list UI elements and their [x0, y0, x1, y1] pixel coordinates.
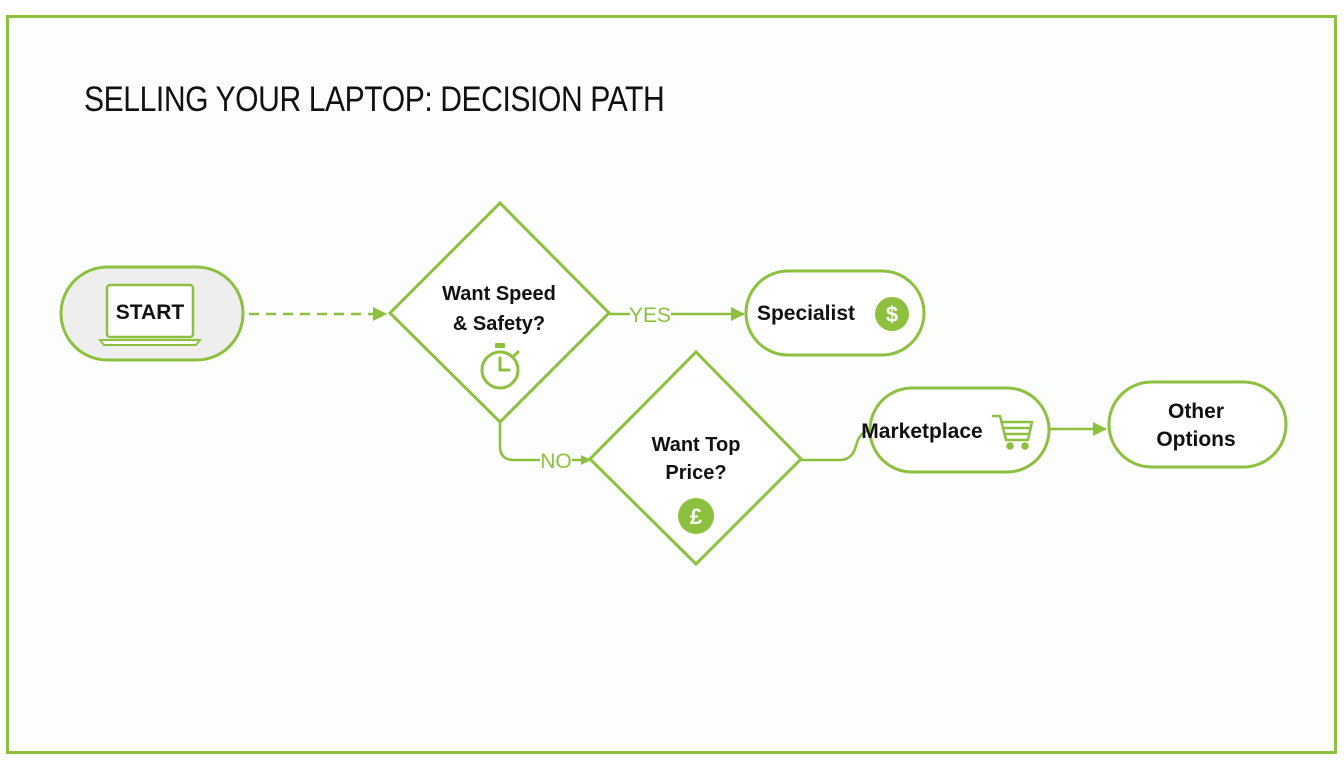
start-label: START — [116, 301, 185, 324]
edge-yes-to-specialist: YES — [609, 304, 745, 327]
yes-label: YES — [629, 304, 671, 327]
edge-price-to-marketplace — [801, 428, 873, 462]
decision-price-line2: Price? — [665, 462, 726, 484]
decision-speed-line2: & Safety? — [453, 313, 545, 335]
edge-no-to-price: NO — [498, 422, 591, 473]
decision-top-price: Want Top Price? £ — [587, 349, 804, 567]
no-label: NO — [540, 450, 572, 473]
other-line1: Other — [1168, 400, 1224, 423]
other-options-node: Other Options — [1107, 380, 1288, 469]
stopwatch-icon — [480, 343, 520, 390]
marketplace-label: Marketplace — [861, 420, 982, 443]
diagram-title: SELLING YOUR LAPTOP: DECISION PATH — [84, 80, 665, 119]
shopping-cart-icon — [991, 414, 1034, 450]
decision-speed-line1: Want Speed — [442, 283, 556, 305]
pound-glyph: £ — [690, 504, 703, 529]
laptop-icon — [97, 283, 203, 346]
specialist-label: Specialist — [757, 302, 855, 325]
decision-speed-safety: Want Speed & Safety? — [387, 200, 612, 425]
start-node: START — [59, 265, 245, 362]
decision-price-line1: Want Top — [652, 434, 741, 456]
dollar-icon: $ — [875, 297, 909, 331]
specialist-node: Specialist $ — [744, 269, 926, 357]
dollar-glyph: $ — [886, 302, 898, 327]
pound-icon: £ — [678, 498, 714, 534]
marketplace-node: Marketplace — [861, 386, 1051, 474]
other-line2: Options — [1156, 428, 1235, 451]
